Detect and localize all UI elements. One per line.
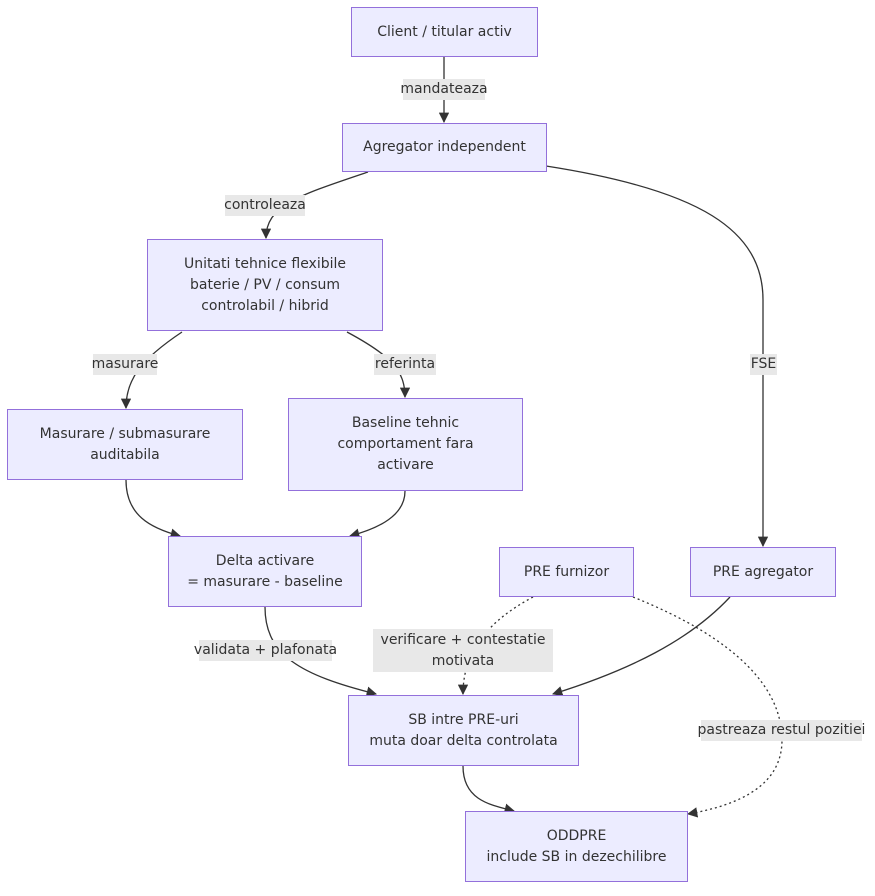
text-line: PRE furnizor: [523, 563, 610, 580]
text-line: Baseline tehnic: [351, 415, 460, 431]
text-line: masurare: [91, 356, 159, 372]
edge-pre-furnizor-oddpre: [632, 596, 783, 818]
edge-pre-agregator-sb: [552, 596, 731, 697]
node-sb: SB intre PRE-uri muta doar delta controla…: [348, 695, 579, 766]
text-line: muta doar delta controlata: [369, 732, 558, 749]
edge-delta-sb: [264, 606, 378, 697]
text-line: validata + plafonata: [193, 642, 338, 658]
node-delta: Delta activare = masurare - baseline: [168, 536, 362, 607]
edge-label-masurare: masurare: [91, 354, 159, 375]
text-line: SB intre PRE-uri: [408, 711, 519, 728]
text-line: verificare + contestatie: [380, 631, 546, 648]
text-line: controlabil / hibrid: [201, 297, 329, 314]
node-oddpre: ODDPRE include SB in dezechilibre: [465, 811, 688, 882]
text-line: Masurare / submasurare: [39, 425, 211, 442]
text-line: include SB in dezechilibre: [486, 848, 667, 865]
edge-masurare-delta: [125, 479, 182, 539]
node-masurare: Masurare / submasurare auditabila: [7, 409, 243, 480]
text-line: activare: [377, 457, 434, 473]
edge-agregator-pre-agregator: [545, 165, 769, 548]
edge-baseline-delta: [348, 490, 406, 539]
text-line: referinta: [374, 356, 436, 372]
text-line: ODDPRE: [546, 827, 607, 844]
node-baseline: Baseline tehnic comportament fara activare: [288, 398, 523, 491]
text-line: pastreaza restul pozitiei: [697, 722, 866, 738]
edge-sb-oddpre: [462, 765, 516, 814]
edge-label-controleaza: controleaza: [224, 195, 306, 216]
node-client: Client / titular activ: [351, 7, 538, 57]
text-line: mandateaza: [400, 81, 488, 97]
edge-label-mandateaza: mandateaza: [400, 79, 488, 100]
node-agregator: Agregator independent: [342, 123, 547, 172]
text-line: auditabila: [90, 446, 160, 463]
node-unitati: Unitati tehnice flexibile baterie / PV / …: [147, 239, 383, 331]
edge-label-validata: validata + plafonata: [194, 640, 337, 661]
edge-label-referinta: referinta: [374, 354, 436, 375]
text-line: Client / titular activ: [377, 23, 512, 40]
text-line: baterie / PV / consum: [189, 276, 341, 293]
text-line: Agregator independent: [363, 139, 526, 155]
node-pre-agregator: PRE agregator: [690, 547, 836, 597]
text-line: controleaza: [224, 197, 306, 213]
text-line: Unitati tehnice flexibile: [183, 255, 347, 272]
text-line: = masurare - baseline: [187, 573, 343, 590]
node-pre-furnizor: PRE furnizor: [499, 547, 634, 597]
text-line: FSE: [750, 356, 777, 372]
edge-label-verificare: verificare + contestatie motivata: [373, 629, 553, 672]
edge-label-pastreaza: pastreaza restul pozitiei: [698, 720, 865, 741]
text-line: Delta activare: [215, 552, 315, 569]
text-line: PRE agregator: [712, 563, 814, 580]
text-line: motivata: [431, 652, 495, 669]
edge-label-fse: FSE: [750, 354, 777, 375]
text-line: comportament fara: [337, 436, 474, 452]
